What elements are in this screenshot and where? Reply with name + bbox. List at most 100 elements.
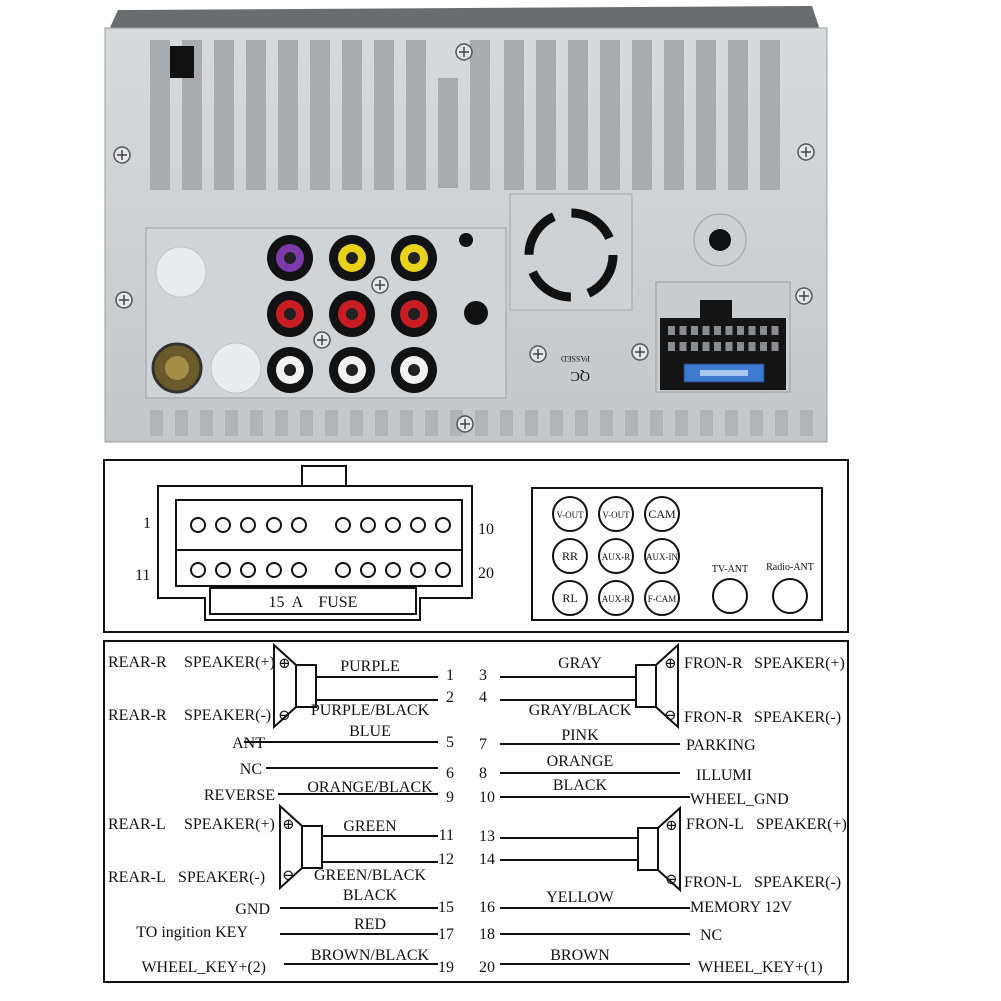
rca-jack — [598, 538, 634, 574]
vent-slot — [278, 40, 298, 190]
qc-mark: QC — [571, 368, 590, 383]
wire-function-label: FRON-R — [684, 655, 743, 672]
wire-detail-label: SPEAKER(-) — [754, 874, 841, 891]
svg-text:⊕: ⊕ — [278, 656, 291, 672]
wire-pin-number: 12 — [438, 851, 454, 868]
svg-text:⊕: ⊕ — [282, 817, 295, 833]
vent-slot — [568, 40, 588, 190]
harness-pin — [679, 326, 687, 335]
chassis-top-edge — [108, 6, 820, 32]
wire-color-label: GREEN/BLACK — [314, 867, 426, 884]
fuse-box — [209, 587, 417, 615]
vent-slot — [632, 40, 652, 190]
vent-slot — [150, 40, 170, 190]
vent-slot — [664, 40, 684, 190]
speaker-symbol-rear-l: ⊕ ⊖ — [279, 803, 323, 891]
harness-pin — [691, 342, 698, 351]
connector-pin-hole — [266, 562, 282, 578]
rubber-plug — [155, 246, 207, 298]
screw-icon-cross — [117, 150, 127, 160]
wire-detail-label: SPEAKER(+) — [754, 655, 845, 672]
screw-icon-cross — [459, 47, 469, 57]
harness-pin — [725, 326, 733, 335]
rca-jack-label: AUX-R — [602, 594, 631, 604]
vent-slot — [700, 410, 713, 436]
rca-jack — [552, 496, 588, 532]
wire-function-label: ANT — [232, 735, 265, 752]
wire-color-label: ORANGE/BLACK — [307, 779, 433, 796]
wire-pin-number: 2 — [446, 689, 454, 706]
harness-pin — [771, 342, 779, 351]
harness-latch — [700, 300, 732, 320]
screw-icon-cross — [635, 347, 645, 357]
vent-slot — [675, 410, 688, 436]
wire-function-label: FRON-L — [684, 874, 742, 891]
rca-socket-pin — [346, 308, 358, 320]
wire-function-label: REAR-R — [108, 654, 167, 671]
wire-detail-label: SPEAKER(+) — [184, 816, 275, 833]
vent-slot — [175, 410, 188, 436]
wire-function-label: WHEEL_GND — [690, 791, 789, 808]
svg-text:⊖: ⊖ — [278, 708, 291, 724]
rca-jack-label: F-CAM — [648, 594, 677, 604]
vent-slot — [800, 410, 813, 436]
screw-icon-cross — [799, 291, 809, 301]
vent-slot — [696, 40, 716, 190]
wire-pin-number: 18 — [479, 926, 495, 943]
connector-pin-hole — [335, 562, 351, 578]
wire-detail-label: SPEAKER(+) — [756, 816, 847, 833]
pin-label-20: 20 — [478, 565, 494, 582]
connector-pin-hole — [410, 517, 426, 533]
vent-slot — [504, 40, 524, 190]
speaker-symbol-front-l: ⊕ ⊖ — [637, 805, 681, 893]
harness-pins — [668, 326, 779, 351]
harness-pin — [702, 342, 710, 351]
tv-antenna-label: TV-ANT — [712, 564, 748, 575]
rca-jack-label: RL — [562, 591, 577, 605]
svg-text:⊕: ⊕ — [665, 818, 678, 834]
tv-antenna-socket-hole — [709, 229, 731, 251]
wire-function-label: REAR-R — [108, 707, 167, 724]
fan-icon — [524, 208, 618, 302]
svg-text:⊖: ⊖ — [665, 872, 678, 888]
rca-jack — [598, 580, 634, 616]
radio-antenna-label: Radio-ANT — [766, 562, 814, 573]
vent-slot — [425, 410, 438, 436]
qc-passed-mark: PASSED — [561, 354, 590, 363]
vent-slot — [150, 410, 163, 436]
vent-slot — [475, 410, 488, 436]
wire-detail-label: SPEAKER(+) — [184, 654, 275, 671]
vent-slot — [275, 410, 288, 436]
connector-pin-hole — [190, 517, 206, 533]
vent-slot — [536, 40, 556, 190]
rca-socket-pin — [408, 308, 420, 320]
rca-jack-label: AUX-R — [602, 552, 631, 562]
vent-slot — [400, 410, 413, 436]
wire-pin-number: 11 — [439, 827, 454, 844]
vent-slot — [374, 40, 394, 190]
wire-pin-number: 15 — [438, 899, 454, 916]
wire-color-label: ORANGE — [547, 753, 614, 770]
svg-text:⊖: ⊖ — [664, 708, 677, 724]
harness-connector-diagram: 15 A FUSE 1 10 11 20 — [135, 465, 494, 621]
vent-slot — [625, 410, 638, 436]
screw-icon-cross — [533, 349, 543, 359]
vent-slot — [600, 40, 620, 190]
connector-pin-hole — [240, 517, 256, 533]
fuse-label: 15 A FUSE — [269, 594, 358, 611]
pin-label-10: 10 — [478, 521, 494, 538]
connector-pin-hole — [435, 562, 451, 578]
wire-function-label: FRON-L — [686, 816, 744, 833]
connector-pin-hole — [240, 562, 256, 578]
rca-socket-pin — [346, 364, 358, 376]
vent-slot — [375, 410, 388, 436]
vent-slot — [325, 410, 338, 436]
wire-color-label: BROWN — [550, 947, 610, 964]
vent-slot — [650, 410, 663, 436]
wire-detail-label: SPEAKER(-) — [754, 709, 841, 726]
wire-pin-number: 10 — [479, 789, 495, 806]
radio-antenna-jack — [772, 578, 808, 614]
pin-label-1: 1 — [143, 515, 151, 532]
